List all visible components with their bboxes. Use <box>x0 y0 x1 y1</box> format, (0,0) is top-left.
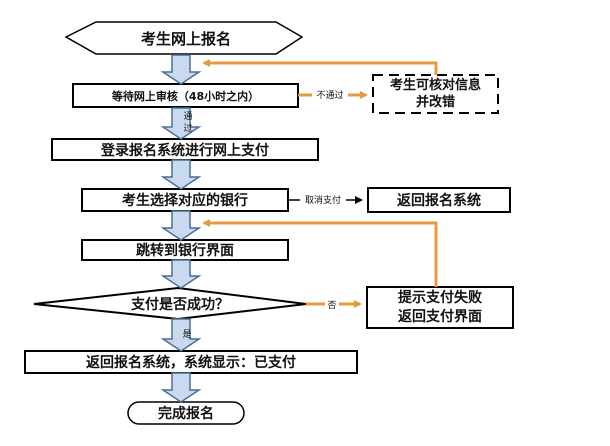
jump-bank-label: 跳转到银行界面 <box>136 243 234 259</box>
cancel-pay-label: 取消支付 <box>300 193 346 206</box>
choose-bank-label: 考生选择对应的银行 <box>122 193 248 209</box>
modify-label: 考生可核对信息并改错 <box>389 78 481 110</box>
modify-box <box>372 74 499 114</box>
start-label: 考生网上报名 <box>140 29 231 48</box>
no-label: 否 <box>325 298 339 311</box>
down-arrow-3 <box>160 159 202 190</box>
down-arrow-4 <box>160 210 202 241</box>
not-pass-label: 不通过 <box>312 88 348 101</box>
return-paid-box <box>24 350 358 374</box>
pay-fail-return-arrow <box>202 219 438 287</box>
down-arrow-2 <box>160 107 202 140</box>
down-arrow-5 <box>160 259 202 289</box>
end-label: 完成报名 <box>158 406 214 422</box>
return-paid-label: 返回报名系统，系统显示：已支付 <box>86 355 296 371</box>
login-pay-label: 登录报名系统进行网上支付 <box>101 142 269 159</box>
pay-fail-box <box>366 286 514 329</box>
modify-return-arrow <box>202 59 438 75</box>
wait-review-label: 等待网上审核（48小时之内） <box>111 89 260 103</box>
pay-success-question: 支付是否成功？ <box>131 297 229 313</box>
return-system-label: 返回报名系统 <box>397 193 481 209</box>
down-arrow-7 <box>160 372 202 403</box>
return-system-box <box>367 187 511 213</box>
down-arrow-6 <box>160 318 202 352</box>
pay-fail-label: 提示支付失败 返回支付界面 <box>398 289 482 325</box>
end-rounded <box>127 401 245 425</box>
down-arrow-1 <box>160 54 202 85</box>
start-hexagon <box>64 21 304 55</box>
yes-label: 是 <box>182 330 192 340</box>
pass-label: 通 过 <box>183 112 193 134</box>
